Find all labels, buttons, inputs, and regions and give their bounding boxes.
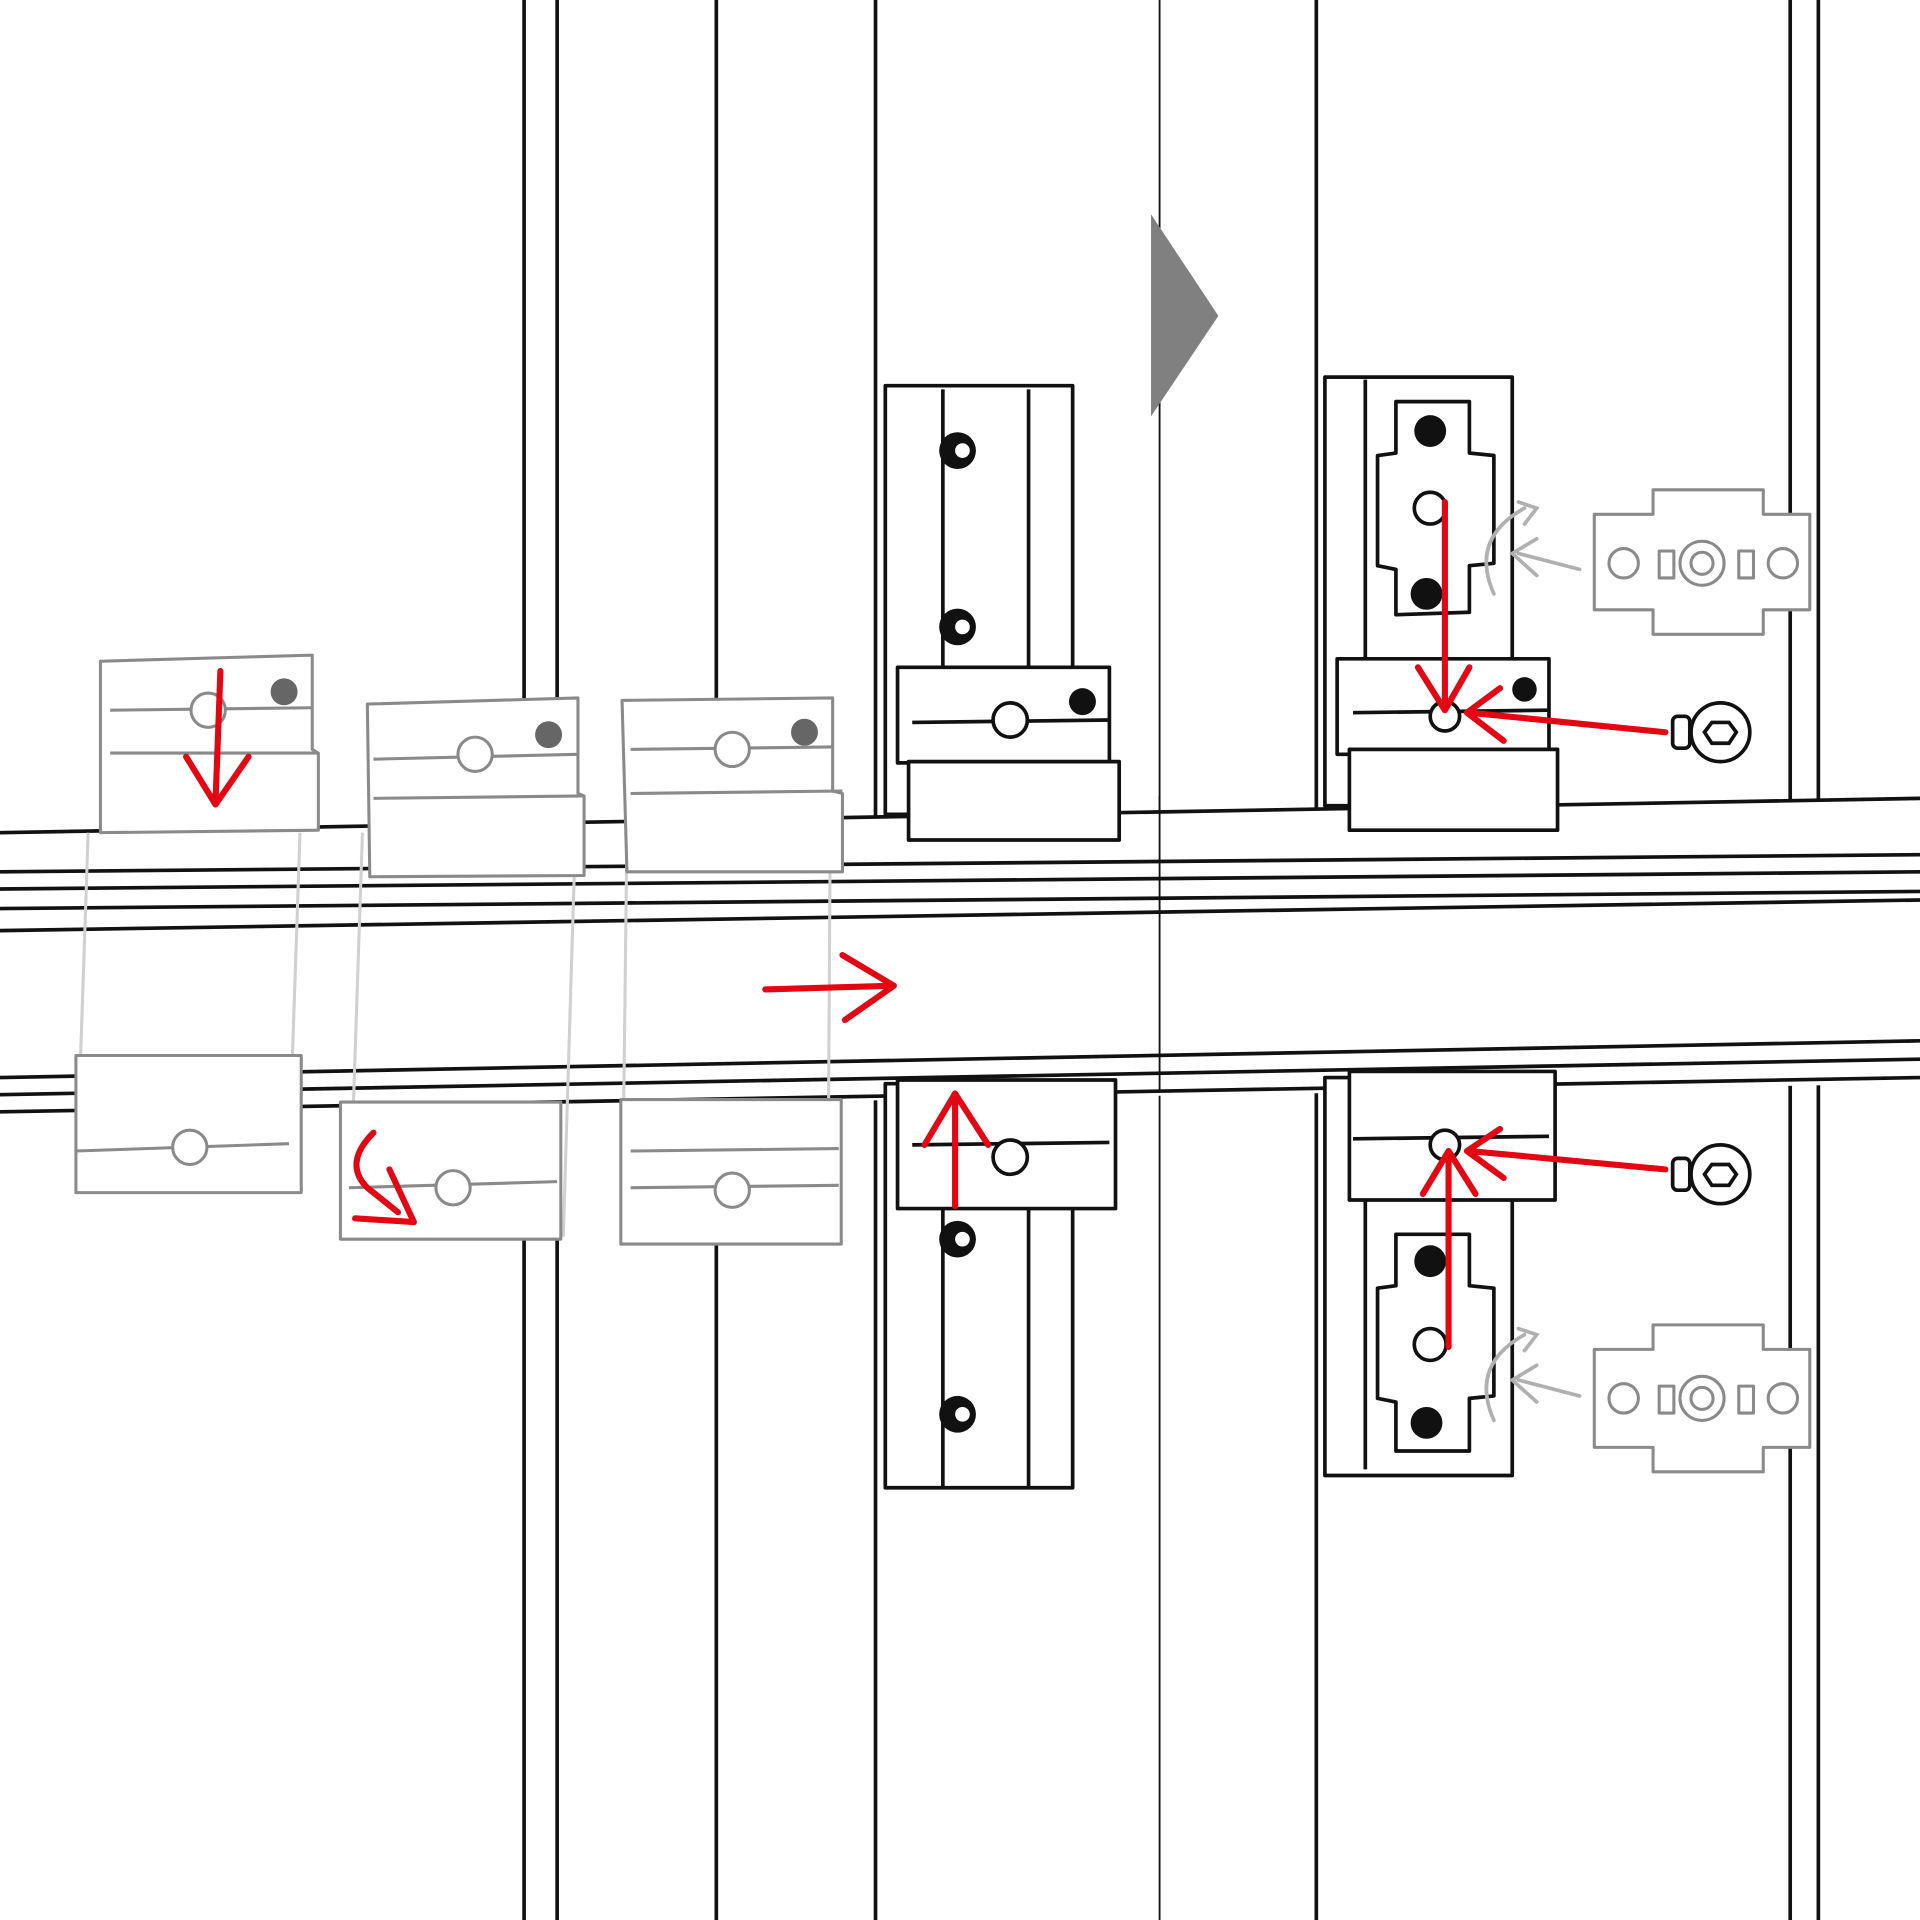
arrow-rotate — [352, 1129, 417, 1226]
red-direction-arrows — [183, 498, 1669, 1350]
bracket-plate-icon — [1592, 1323, 1812, 1474]
mounted-bracket-right-bottom — [1323, 1069, 1557, 1478]
ghost-rotate-arrow — [1484, 1326, 1582, 1423]
next-step-triangle-icon — [1151, 214, 1219, 417]
mounted-bracket-right-top — [1323, 375, 1560, 833]
ghost-bracket-3 — [619, 696, 844, 1246]
hex-socket-screw-icon — [1670, 701, 1752, 764]
ghost-bracket-2 — [338, 696, 586, 1241]
arrow-right — [762, 952, 897, 1024]
arrow-screw-in-bottom — [1463, 1125, 1669, 1182]
arrow-up-right-bottom — [1419, 1147, 1479, 1350]
arrow-down-right-top — [1414, 498, 1473, 714]
arrow-screw-in-top — [1463, 685, 1669, 744]
bracket-plate-icon — [1592, 488, 1812, 636]
ghost-rotate-arrow — [1484, 500, 1582, 596]
ghost-bracket-1 — [74, 653, 320, 1195]
hex-socket-screw-icon — [1670, 1143, 1752, 1206]
arrow-down — [183, 667, 252, 808]
mounted-bracket-middle — [883, 383, 1122, 1490]
arrow-up — [921, 1090, 992, 1210]
